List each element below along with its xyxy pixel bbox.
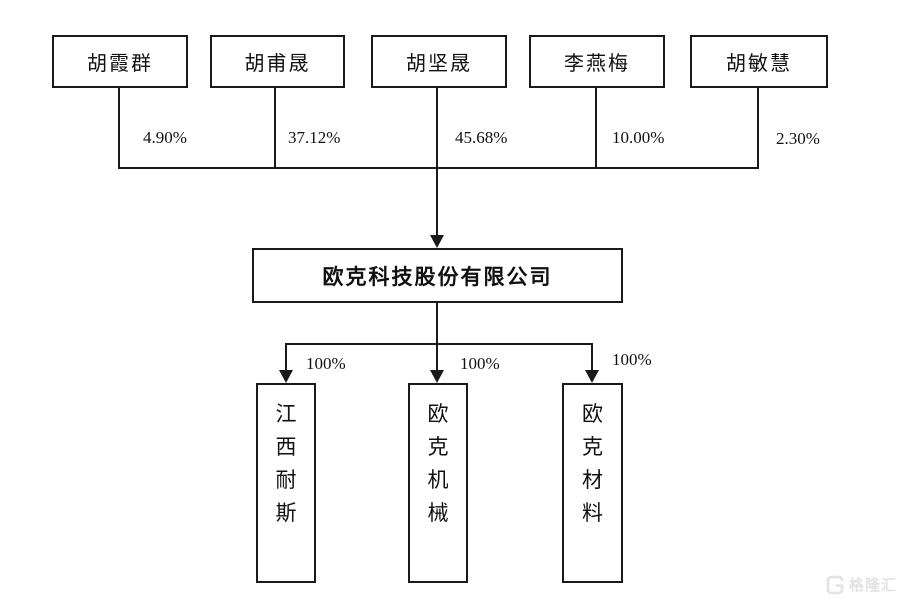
shareholder-name: 胡霞群 <box>87 53 153 75</box>
gelonghui-logo-icon <box>826 575 844 594</box>
connector-line <box>436 343 438 372</box>
connector-line <box>757 88 759 169</box>
company-name: 欧克科技股份有限公司 <box>322 264 553 289</box>
watermark: 格隆汇 <box>826 574 897 595</box>
subsidiary-percent-label: 100% <box>612 350 652 369</box>
connector-line <box>436 88 438 169</box>
subsidiary-name: 欧克机械 <box>427 402 449 525</box>
shareholder-box-1: 胡霞群 <box>52 35 188 88</box>
subsidiary-box-1: 江西耐斯 <box>256 383 316 583</box>
arrowhead-down-icon <box>430 370 444 383</box>
subsidiary-name: 江西耐斯 <box>275 402 297 525</box>
subsidiary-name: 欧克材料 <box>582 402 603 525</box>
watermark-text: 格隆汇 <box>849 577 898 594</box>
connector-line <box>274 88 276 169</box>
shareholder-name: 胡敏慧 <box>726 53 792 75</box>
arrowhead-down-icon <box>585 370 599 383</box>
subsidiary-percent-label: 100% <box>460 354 500 373</box>
shareholder-name: 李燕梅 <box>564 53 630 75</box>
connector-line <box>436 167 438 236</box>
arrowhead-down-icon <box>430 235 444 248</box>
subsidiary-box-2: 欧克机械 <box>408 383 468 583</box>
shareholder-box-4: 李燕梅 <box>529 35 665 88</box>
connector-line <box>591 343 593 372</box>
ownership-percent-label: 37.12% <box>288 128 341 147</box>
connector-line <box>285 343 593 345</box>
arrowhead-down-icon <box>279 370 293 383</box>
shareholder-box-5: 胡敏慧 <box>690 35 828 88</box>
subsidiary-percent-label: 100% <box>306 354 346 373</box>
ownership-percent-label: 4.90% <box>143 128 187 147</box>
ownership-percent-label: 45.68% <box>455 128 508 147</box>
connector-line <box>285 343 287 372</box>
subsidiary-box-3: 欧克材料 <box>562 383 623 583</box>
shareholder-name: 胡甫晟 <box>244 53 311 75</box>
connector-line <box>118 88 120 169</box>
shareholder-box-3: 胡坚晟 <box>371 35 507 88</box>
ownership-percent-label: 2.30% <box>776 129 820 148</box>
ownership-percent-label: 10.00% <box>612 128 665 147</box>
connector-line <box>595 88 597 169</box>
shareholder-name: 胡坚晟 <box>406 53 472 75</box>
company-box: 欧克科技股份有限公司 <box>252 248 623 303</box>
connector-line <box>118 167 759 169</box>
shareholder-box-2: 胡甫晟 <box>210 35 345 88</box>
connector-line <box>436 303 438 345</box>
